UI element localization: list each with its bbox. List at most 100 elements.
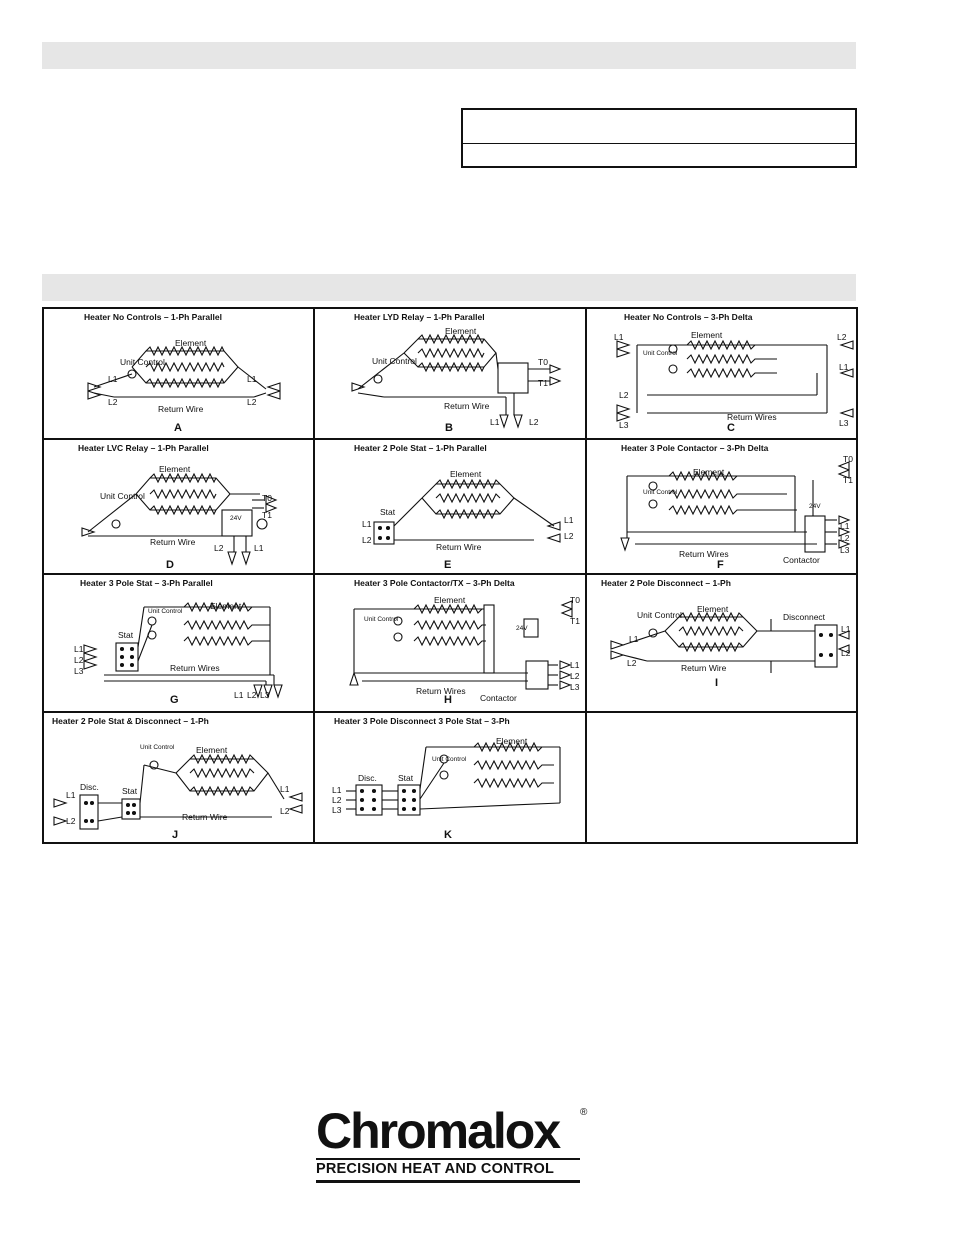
logo-wordmark: Chromalox® xyxy=(316,1106,588,1156)
element-label: Element xyxy=(691,330,723,340)
l2-label: L2 xyxy=(837,332,847,342)
l1-label: L1 xyxy=(564,515,574,525)
diagram-a-drawing xyxy=(87,345,281,400)
diagram-k: Heater 3 Pole Disconnect 3 Pole Stat – 3… xyxy=(314,713,585,842)
stat-label: Stat xyxy=(122,786,138,796)
return-wire-label: Return Wire xyxy=(681,663,727,673)
registered-mark: ® xyxy=(580,1107,588,1118)
l2-label: L2 xyxy=(840,533,850,543)
diagram-g-drawing xyxy=(83,601,283,699)
unit-control-label: Unit Control xyxy=(140,744,175,751)
l2-label: L2 xyxy=(332,795,342,805)
l1-label: L1 xyxy=(570,660,580,670)
l2-label: L2 xyxy=(280,806,290,816)
l2-label: L2 xyxy=(564,531,574,541)
diagram-title: Heater 2 Pole Stat & Disconnect – 1-Ph xyxy=(52,716,209,726)
element-label: Element xyxy=(445,326,477,336)
notice-box-divider xyxy=(463,143,855,144)
disconnect-label: Disconnect xyxy=(783,612,826,622)
l3-label: L3 xyxy=(619,420,629,430)
diagram-f-drawing xyxy=(620,461,851,553)
l3-label: L3 xyxy=(839,418,849,428)
unit-control-label: Unit Control xyxy=(643,350,678,357)
element-label: Element xyxy=(697,604,729,614)
grid-divider xyxy=(585,309,587,842)
grid-divider xyxy=(313,309,315,842)
chromalox-logo: Chromalox® PRECISION HEAT AND CONTROL xyxy=(316,1106,588,1183)
t0-label: T0 xyxy=(538,357,548,367)
l2-label: L2 xyxy=(247,690,257,700)
disc-label: Disc. xyxy=(80,782,99,792)
t0-label: T0 xyxy=(843,454,853,464)
diagram-a: Heater No Controls – 1-Ph Parallel Eleme… xyxy=(44,309,313,438)
diagram-g: Heater 3 Pole Stat – 3-Ph Parallel xyxy=(44,575,313,711)
element-label: Element xyxy=(175,338,207,348)
contactor-label: Contactor xyxy=(783,555,820,565)
l3-label: L3 xyxy=(260,690,270,700)
l3-label: L3 xyxy=(74,666,84,676)
l1-label: L1 xyxy=(362,519,372,529)
unit-control-label: Unit Control xyxy=(148,608,183,615)
l1-label: L1 xyxy=(254,543,264,553)
diagram-d-drawing xyxy=(81,472,278,566)
l1-label: L1 xyxy=(839,362,849,372)
l1-label: L1 xyxy=(629,634,639,644)
diagram-title: Heater No Controls – 3-Ph Delta xyxy=(624,312,753,322)
diagram-e: Heater 2 Pole Stat – 1-Ph Parallel Eleme… xyxy=(314,440,585,573)
empty-diagram-cell xyxy=(587,713,856,842)
l2-label: L2 xyxy=(66,816,76,826)
diagram-b: Heater LYD Relay – 1-Ph Parallel xyxy=(314,309,585,438)
diagram-j: Heater 2 Pole Stat & Disconnect – 1-Ph xyxy=(44,713,313,842)
diagram-letter: H xyxy=(444,694,452,706)
disc-label: Disc. xyxy=(358,773,377,783)
24v-label: 24V xyxy=(809,503,821,510)
diagram-b-drawing xyxy=(351,333,562,429)
l1-label: L1 xyxy=(614,332,624,342)
diagram-letter: A xyxy=(174,422,182,434)
l1-label: L1 xyxy=(840,521,850,531)
return-wires-label: Return Wires xyxy=(416,686,466,696)
diagram-title: Heater LVC Relay – 1-Ph Parallel xyxy=(78,443,209,453)
diagram-title: Heater 3 Pole Contactor – 3-Ph Delta xyxy=(621,443,769,453)
diagram-letter: K xyxy=(444,829,452,841)
diagram-title: Heater 3 Pole Stat – 3-Ph Parallel xyxy=(80,578,213,588)
diagram-letter: D xyxy=(166,559,174,571)
diagram-f: Heater 3 Pole Contactor – 3-Ph Delta xyxy=(587,440,856,573)
l3-label: L3 xyxy=(570,682,580,692)
t0-label: T0 xyxy=(570,595,580,605)
unit-control-label: Unit Control xyxy=(643,489,678,496)
diagram-c-drawing xyxy=(616,339,854,422)
l3-label: L3 xyxy=(332,805,342,815)
element-label: Element xyxy=(496,736,528,746)
diagram-title: Heater 2 Pole Stat – 1-Ph Parallel xyxy=(354,443,487,453)
t1-label: T1 xyxy=(262,510,272,520)
l2-label: L2 xyxy=(214,543,224,553)
return-wires-label: Return Wires xyxy=(170,663,220,673)
wiring-diagram-grid: Heater No Controls – 1-Ph Parallel Eleme… xyxy=(42,307,858,844)
diagram-k-drawing xyxy=(346,741,561,816)
diagram-letter: B xyxy=(445,422,453,434)
l1-label: L1 xyxy=(247,374,257,384)
l1-label: L1 xyxy=(66,790,76,800)
section-header-bar-top xyxy=(42,42,856,69)
diagram-title: Heater LYD Relay – 1-Ph Parallel xyxy=(354,312,485,322)
diagram-title: Heater 3 Pole Contactor/TX – 3-Ph Delta xyxy=(354,578,515,588)
l2-label: L2 xyxy=(619,390,629,400)
logo-rule xyxy=(316,1158,580,1160)
element-label: Element xyxy=(210,601,242,611)
return-wires-label: Return Wires xyxy=(727,412,777,422)
grid-divider xyxy=(44,711,856,713)
element-label: Element xyxy=(693,467,725,477)
element-label: Element xyxy=(196,745,228,755)
unit-control-label: Unit Control xyxy=(100,491,145,501)
diagram-c: Heater No Controls – 3-Ph Delta Element … xyxy=(587,309,856,438)
l2-label: L2 xyxy=(570,671,580,681)
section-header-bar-wiring xyxy=(42,274,856,301)
l1-label: L1 xyxy=(74,644,84,654)
element-label: Element xyxy=(159,464,191,474)
notice-box xyxy=(461,108,857,168)
diagram-e-drawing xyxy=(373,478,561,545)
t0-label: T0 xyxy=(262,493,272,503)
stat-label: Stat xyxy=(118,630,134,640)
l2-label: L2 xyxy=(627,658,637,668)
